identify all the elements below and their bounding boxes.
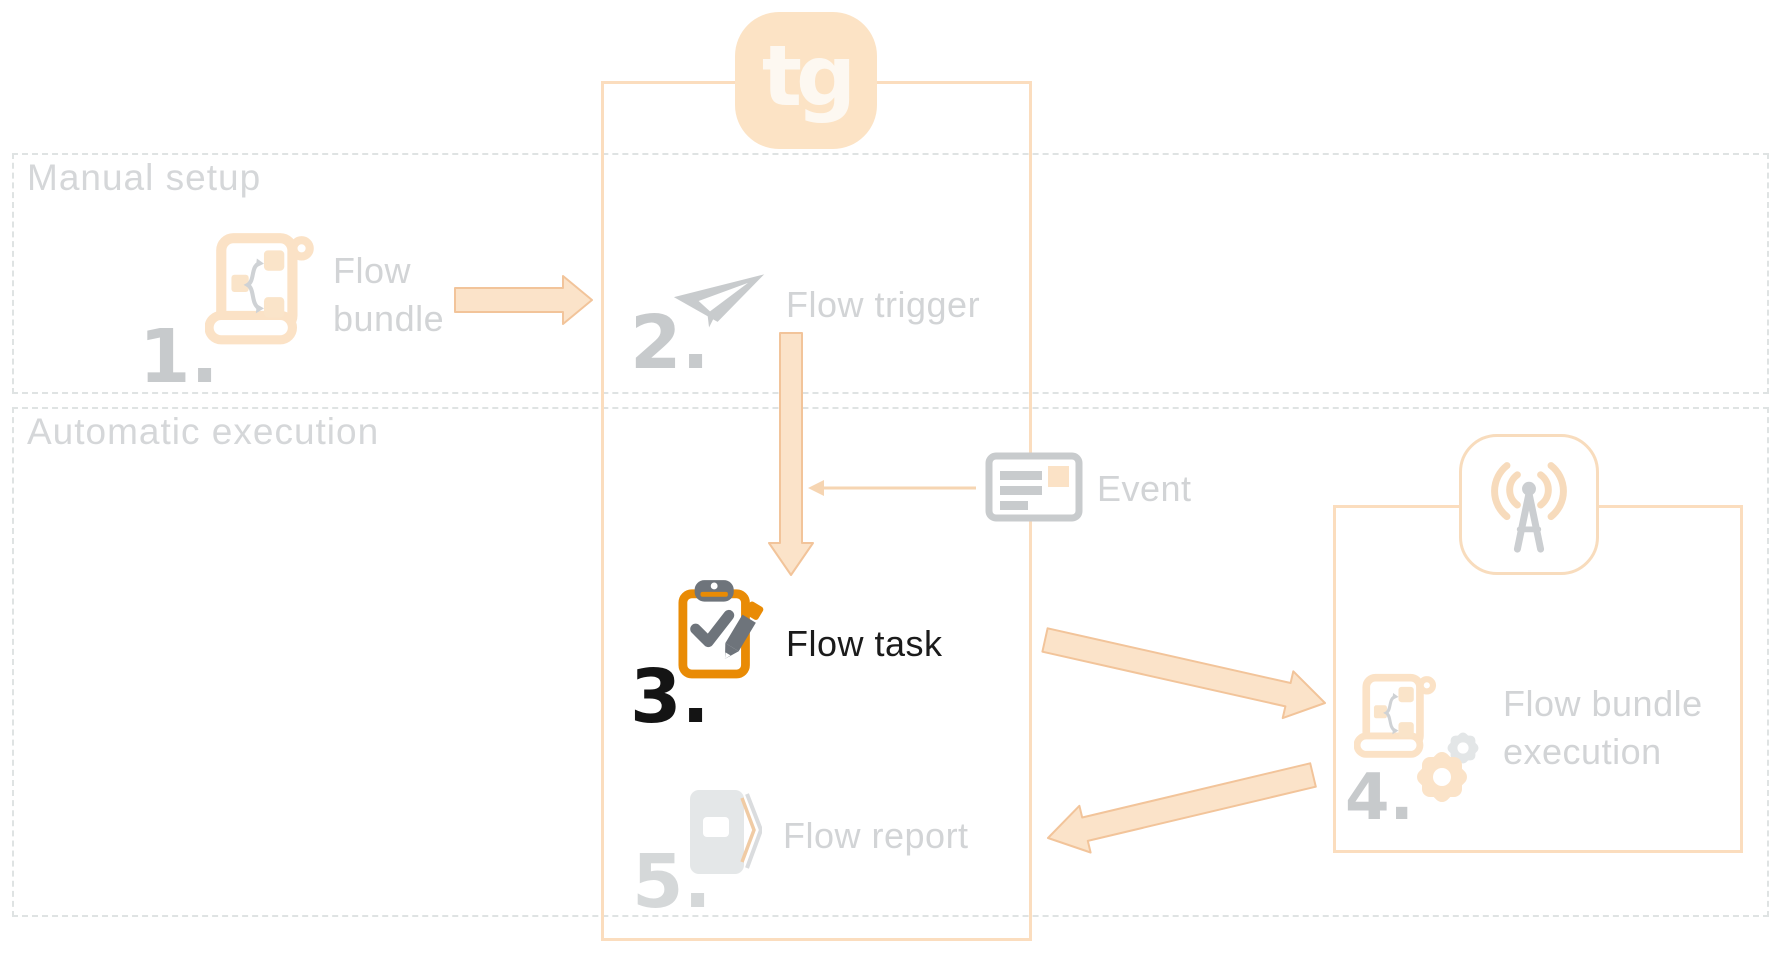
manual-setup-label: Manual setup — [27, 157, 262, 198]
event-label: Event — [1097, 468, 1192, 509]
step-3-number: 3. — [630, 654, 710, 740]
step-5-number: 5. — [632, 839, 712, 925]
flow-report-icon — [690, 790, 762, 874]
automatic-execution-label: Automatic execution — [27, 411, 380, 452]
gears-icon — [1417, 732, 1479, 802]
flow-bundle-icon — [205, 233, 314, 345]
step-1-label: Flow bundle — [333, 250, 445, 339]
manual-setup-section-box — [12, 153, 1769, 394]
step-1-number: 1. — [139, 314, 219, 400]
step-4-label: Flow bundle execution — [1503, 683, 1703, 772]
flow-bundle-execution-icon — [1354, 673, 1437, 758]
step-2-number: 2. — [630, 300, 710, 386]
step-3-label: Flow task — [786, 623, 943, 664]
automatic-execution-section-box — [12, 407, 1769, 917]
antenna-icon — [1491, 461, 1567, 553]
flow-trigger-icon — [673, 274, 765, 328]
step-5-label: Flow report — [783, 815, 969, 856]
flow-task-icon — [678, 580, 764, 679]
tg-logo: tg — [735, 12, 877, 149]
antenna-badge — [1459, 434, 1599, 575]
tg-logo-text: tg — [761, 26, 856, 125]
event-icon — [985, 452, 1083, 522]
step-4-number: 4. — [1345, 761, 1414, 835]
step-2-label: Flow trigger — [786, 284, 981, 325]
